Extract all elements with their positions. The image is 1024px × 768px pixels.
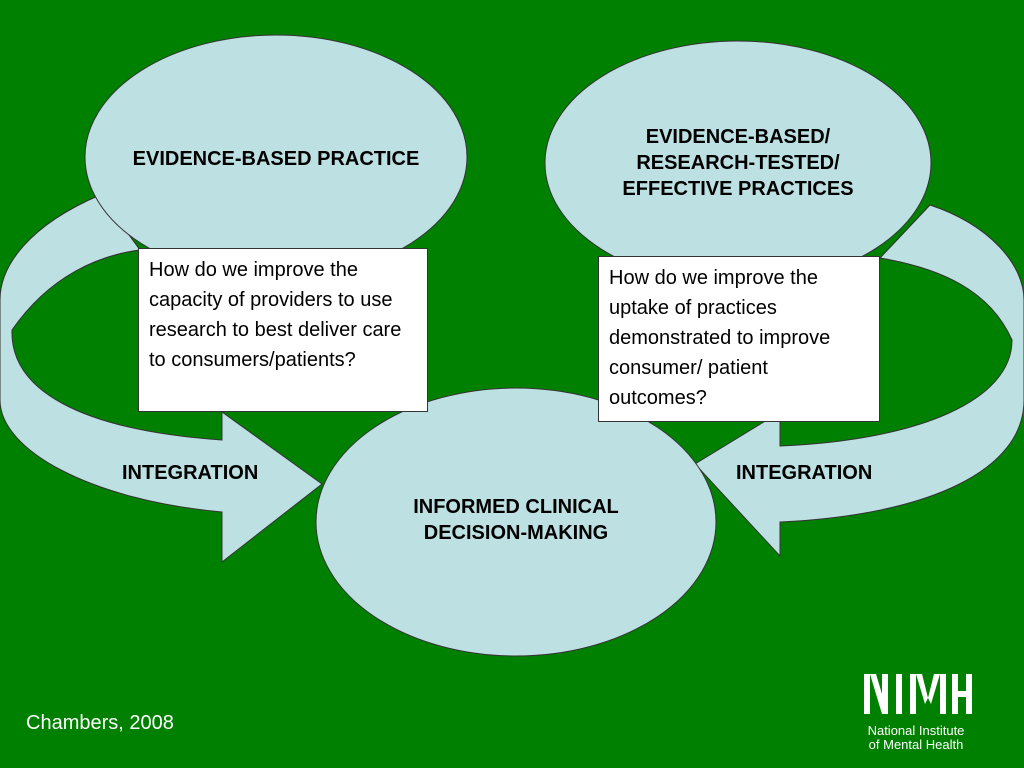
left-arrow: [0, 194, 323, 564]
nimh-logo-line1: National Institute: [867, 723, 965, 738]
ebrt-label-line1: EVIDENCE-BASED/: [645, 126, 831, 148]
icdm-ellipse: [315, 387, 717, 657]
right-question-box: How do we improve the uptake of practice…: [598, 256, 880, 422]
ebrt-label: EVIDENCE-BASED/ RESEARCH-TESTED/ EFFECTI…: [548, 124, 928, 202]
icdm-label: INFORMED CLINICAL DECISION-MAKING: [316, 494, 716, 546]
icdm-label-line2: DECISION-MAKING: [423, 522, 609, 544]
citation: Chambers, 2008: [26, 712, 174, 734]
nimh-logo-line2: of Mental Health: [868, 737, 964, 752]
nimh-logo-mark: [864, 674, 972, 714]
ebrt-label-line2: RESEARCH-TESTED/: [636, 152, 840, 174]
ebp-label: EVIDENCE-BASED PRACTICE: [132, 148, 420, 170]
icdm-label-line1: INFORMED CLINICAL: [413, 496, 619, 518]
left-question-box: How do we improve the capacity of provid…: [138, 248, 428, 412]
left-integration-label: INTEGRATION: [122, 462, 259, 484]
ebrt-label-line3: EFFECTIVE PRACTICES: [622, 178, 854, 200]
right-integration-label: INTEGRATION: [736, 462, 873, 484]
nimh-logo: National Institute of Mental Health: [856, 668, 976, 756]
